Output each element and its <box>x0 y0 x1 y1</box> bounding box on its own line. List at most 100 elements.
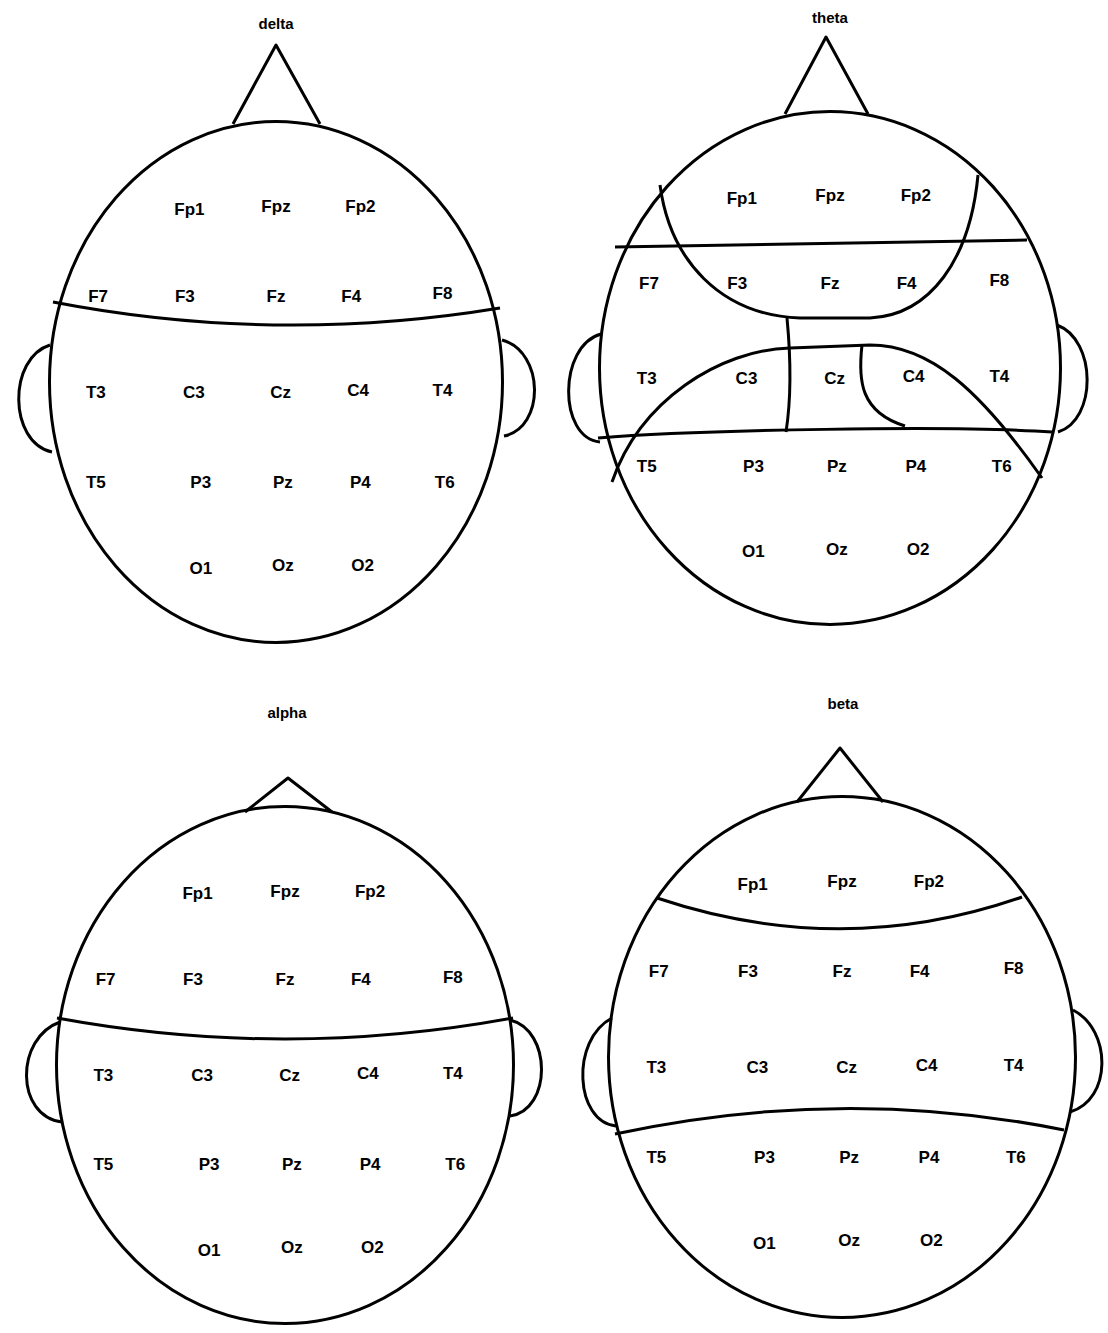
electrode-label: T3 <box>637 370 657 387</box>
electrode-label: C3 <box>183 384 205 401</box>
electrode-label: F8 <box>989 272 1009 289</box>
region-boundary <box>53 302 500 325</box>
electrode-label: P3 <box>199 1155 220 1172</box>
electrode-label: T6 <box>1006 1148 1026 1165</box>
electrode-label: Fpz <box>815 187 844 204</box>
band-title: beta <box>828 695 859 712</box>
electrode-label: P4 <box>350 473 371 490</box>
electrode-label: F4 <box>341 287 361 304</box>
region-boundary <box>57 1018 513 1039</box>
electrode-label: Fpz <box>827 873 856 890</box>
electrode-label: Fp1 <box>174 201 204 218</box>
electrode-label: Pz <box>273 473 293 490</box>
electrode-label: T3 <box>93 1067 113 1084</box>
electrode-label: P4 <box>360 1155 381 1172</box>
electrode-label: T5 <box>637 458 657 475</box>
electrode-label: Fp2 <box>914 873 944 890</box>
electrode-label: Fp2 <box>355 882 385 899</box>
electrode-label: T5 <box>646 1148 666 1165</box>
electrode-label: C4 <box>916 1056 938 1073</box>
electrode-label: O2 <box>351 557 374 574</box>
electrode-label: O2 <box>907 540 930 557</box>
band-title: theta <box>812 9 848 26</box>
electrode-label: Fp1 <box>738 876 768 893</box>
electrode-label: C4 <box>347 381 369 398</box>
ear <box>569 334 601 442</box>
electrode-label: Fp2 <box>345 198 375 215</box>
nose <box>797 748 883 802</box>
region-boundary <box>657 897 1022 929</box>
electrode-label: O1 <box>753 1235 776 1252</box>
electrode-label: F4 <box>910 962 930 979</box>
electrode-label: P3 <box>190 473 211 490</box>
electrode-label: Oz <box>281 1239 303 1256</box>
electrode-label: Pz <box>282 1155 302 1172</box>
electrode-label: O2 <box>361 1239 384 1256</box>
region-boundary <box>660 175 978 318</box>
electrode-label: F7 <box>639 274 659 291</box>
electrode-label: Fz <box>276 971 295 988</box>
electrode-label: C4 <box>903 367 925 384</box>
electrode-label: Fp1 <box>727 189 757 206</box>
region-boundary <box>861 345 905 426</box>
band-title: delta <box>258 15 293 32</box>
head-ellipse <box>50 122 503 643</box>
electrode-label: F8 <box>443 968 463 985</box>
electrode-label: T4 <box>989 367 1009 384</box>
electrode-label: P4 <box>905 458 926 475</box>
electrode-label: Pz <box>839 1148 859 1165</box>
electrode-label: P3 <box>743 458 764 475</box>
electrode-label: Pz <box>827 458 847 475</box>
electrode-label: Cz <box>824 370 845 387</box>
electrode-label: P4 <box>919 1148 940 1165</box>
electrode-label: Fz <box>821 274 840 291</box>
electrode-label: T5 <box>86 473 106 490</box>
electrode-label: F8 <box>433 284 453 301</box>
nose <box>785 37 868 114</box>
electrode-label: Cz <box>836 1059 857 1076</box>
electrode-label: Oz <box>272 557 294 574</box>
electrode-label: T4 <box>433 381 453 398</box>
electrode-label: P3 <box>754 1148 775 1165</box>
electrode-label: T5 <box>93 1155 113 1172</box>
electrode-label: C3 <box>736 370 758 387</box>
electrode-label: O2 <box>920 1232 943 1249</box>
electrode-label: F4 <box>351 971 371 988</box>
electrode-label: C3 <box>747 1059 769 1076</box>
electrode-label: C4 <box>357 1064 379 1081</box>
electrode-label: T6 <box>435 473 455 490</box>
head-ellipse <box>57 807 514 1324</box>
electrode-label: T4 <box>1004 1056 1024 1073</box>
electrode-label: T6 <box>445 1155 465 1172</box>
ear <box>502 340 535 436</box>
electrode-label: Cz <box>279 1067 300 1084</box>
ear <box>19 345 52 452</box>
electrode-label: F7 <box>649 962 669 979</box>
electrode-label: Cz <box>270 384 291 401</box>
electrode-label: T4 <box>443 1064 463 1081</box>
electrode-label: T6 <box>992 458 1012 475</box>
region-boundary <box>598 429 1052 438</box>
head-ellipse <box>600 112 1061 625</box>
electrode-label: F3 <box>738 962 758 979</box>
band-title: alpha <box>267 704 306 721</box>
electrode-label: Fz <box>833 962 852 979</box>
electrode-label: O1 <box>742 543 765 560</box>
electrode-label: F3 <box>175 287 195 304</box>
electrode-label: F3 <box>183 971 203 988</box>
electrode-label: F4 <box>897 274 917 291</box>
electrode-label: Fz <box>267 287 286 304</box>
head-ellipse <box>609 797 1076 1318</box>
ear <box>583 1018 616 1126</box>
electrode-label: C3 <box>191 1067 213 1084</box>
region-boundary <box>615 1108 1064 1134</box>
electrode-label: F7 <box>96 971 116 988</box>
nose <box>233 45 320 124</box>
electrode-label: F7 <box>88 287 108 304</box>
electrode-label: Fpz <box>270 882 299 899</box>
electrode-label: Fp1 <box>182 885 212 902</box>
electrode-label: Fpz <box>261 198 290 215</box>
electrode-label: Oz <box>838 1232 860 1249</box>
